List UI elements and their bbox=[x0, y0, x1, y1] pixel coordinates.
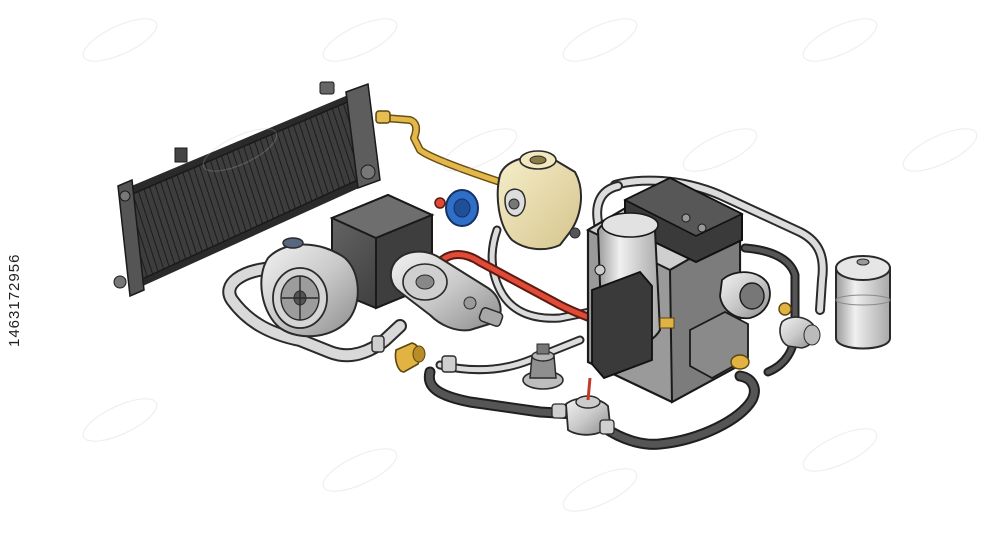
fan-pump-unit bbox=[260, 237, 359, 338]
black-hose-lower bbox=[423, 366, 760, 450]
bleed-valve-fitting bbox=[778, 302, 821, 349]
black-hose-right bbox=[740, 243, 800, 377]
blue-pressure-cap bbox=[434, 189, 479, 227]
coolant-heater-unit bbox=[585, 176, 771, 404]
heater-loop-hose bbox=[592, 181, 623, 267]
thermostat bbox=[522, 343, 564, 390]
hoses bbox=[222, 114, 828, 450]
brass-drain-fitting bbox=[394, 342, 426, 373]
return-hose bbox=[435, 335, 585, 375]
stock-image-id: 146317​2956 bbox=[6, 253, 23, 347]
pump-shaft-assembly bbox=[389, 250, 504, 332]
heater-supply-hose bbox=[610, 175, 828, 315]
brass-pipe bbox=[381, 114, 504, 186]
brass-inlet-fitting bbox=[375, 110, 391, 124]
hose-clamp-left bbox=[371, 335, 457, 373]
lower-radiator-hose bbox=[222, 261, 407, 363]
radiator bbox=[113, 81, 381, 298]
water-pump bbox=[496, 150, 582, 251]
expansion-tank bbox=[835, 255, 891, 350]
temperature-sensor-tee bbox=[551, 377, 615, 436]
